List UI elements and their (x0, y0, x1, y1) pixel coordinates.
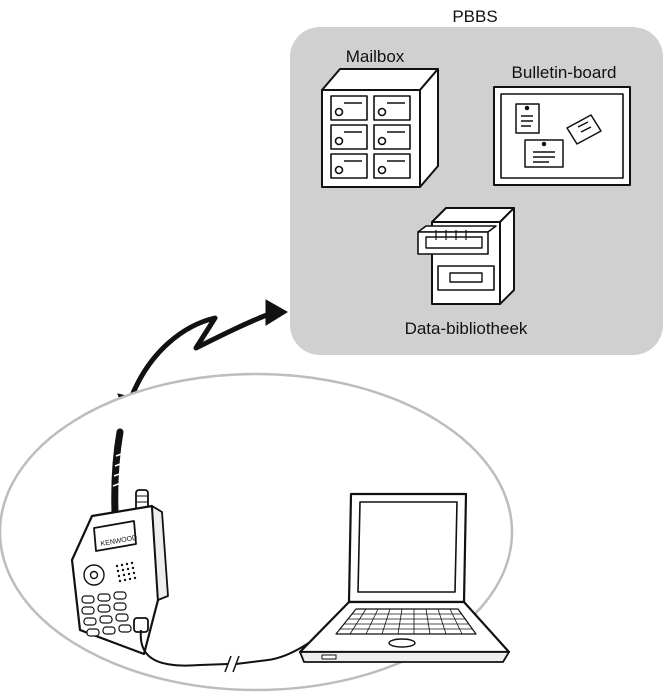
radio-keypad (81, 591, 132, 637)
pbbs-title: PBBS (452, 7, 497, 26)
bulletin-board (493, 86, 631, 186)
laptop-port (321, 654, 337, 660)
bulletin-note-1 (515, 103, 540, 134)
laptop (298, 492, 511, 663)
open-drawer (417, 225, 497, 233)
data-library-label: Data-bibliotheek (405, 319, 528, 338)
radio-side (151, 505, 169, 601)
laptop-display (357, 501, 458, 593)
bulletin-note-2 (566, 114, 602, 145)
mailbox-label: Mailbox (346, 47, 405, 66)
radio-display: KENWOOD (93, 520, 138, 552)
handheld-radio: KENWOOD (70, 428, 169, 656)
bulletin-board-label: Bulletin-board (512, 63, 617, 82)
radio-speaker-grille (115, 561, 137, 583)
laptop-keyboard (335, 608, 477, 635)
mailbox-cabinet (321, 68, 439, 188)
file-cabinet (417, 207, 515, 305)
radio-dpad (83, 564, 105, 586)
laptop-front (299, 651, 510, 663)
mailbox-slots (330, 95, 411, 179)
laptop-trackpad (388, 638, 416, 648)
cable-break-mark (224, 655, 240, 673)
radio-connector (133, 617, 149, 633)
arrowhead-right (265, 299, 288, 326)
radio-antenna (111, 428, 125, 516)
bulletin-note-3 (524, 139, 564, 168)
